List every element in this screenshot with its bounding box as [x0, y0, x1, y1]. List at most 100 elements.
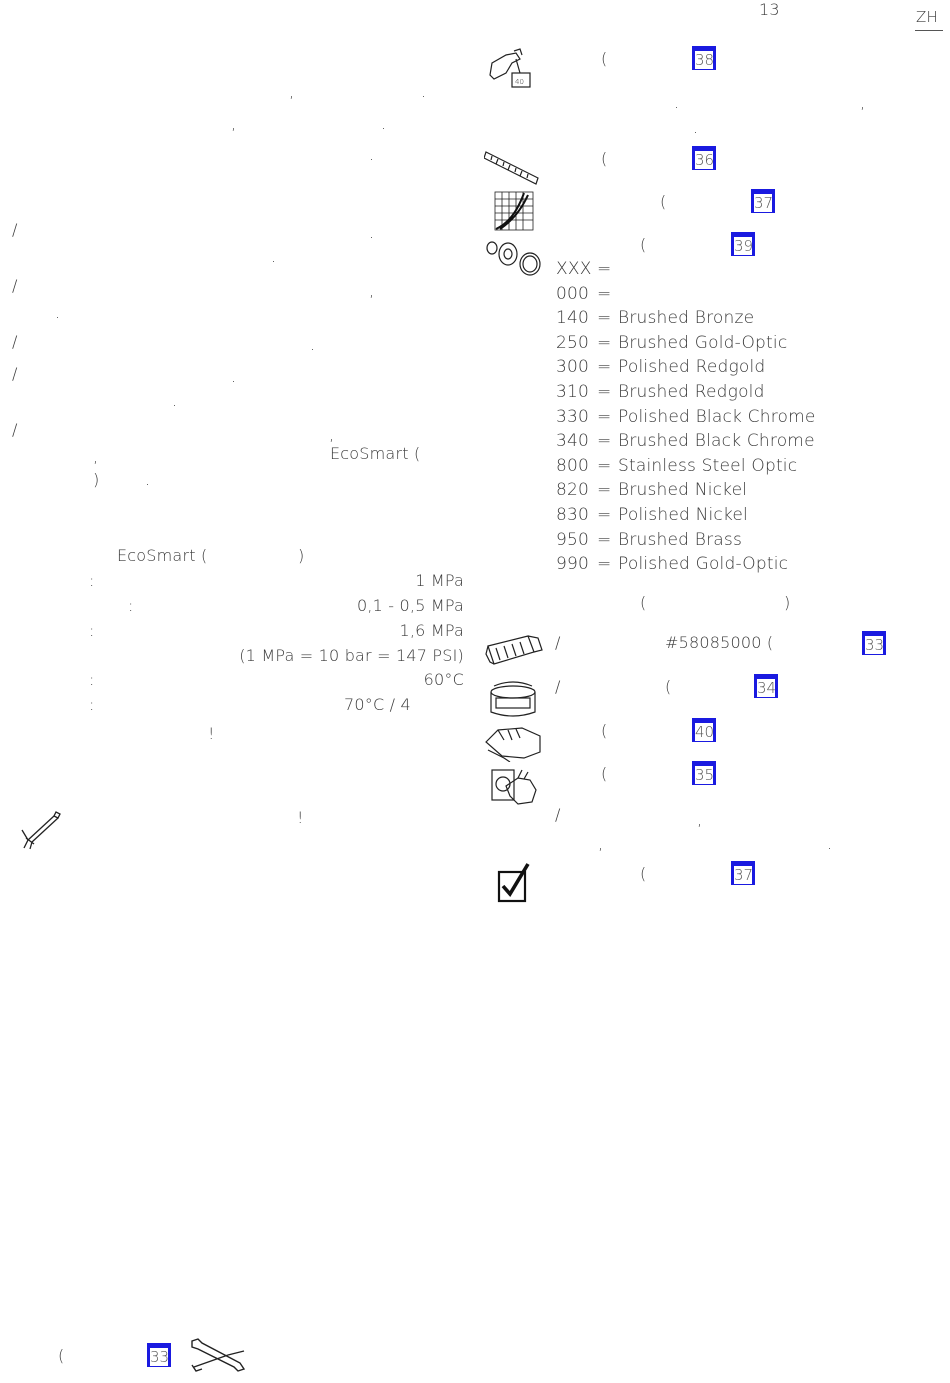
cartridge-icon [485, 635, 543, 665]
language-code: ZH [916, 8, 938, 26]
text-fragment: ( [601, 49, 608, 68]
silicone-gun-icon [21, 811, 61, 850]
finish-code: 950 [556, 530, 590, 550]
finish-name: Brushed Bronze [618, 308, 755, 328]
finish-name: Brushed Brass [618, 530, 743, 550]
figure-ref-badge[interactable]: 36 [692, 146, 716, 170]
text-fragment: ( [665, 677, 672, 696]
finish-code: 250 [556, 333, 590, 353]
hand-dosing-icon: 40 [489, 48, 531, 88]
figure-ref-badge[interactable]: 40 [692, 718, 716, 742]
text-fragment: , [329, 425, 335, 444]
finish-equals: = [597, 333, 612, 353]
text-fragment: ( [601, 764, 608, 783]
finish-code: 000 [556, 284, 590, 304]
text-fragment: . [421, 82, 427, 101]
text-fragment: ( [601, 721, 608, 740]
language-underline [915, 30, 943, 31]
finish-code: XXX [556, 259, 592, 279]
finish-equals: = [597, 505, 612, 525]
text-fragment: , [289, 82, 295, 101]
text-fragment: . [381, 114, 387, 133]
spec-colon: : [89, 621, 95, 640]
text-fragment: ! [208, 724, 215, 743]
spec-colon: : [89, 695, 95, 714]
text-fragment: . [310, 335, 316, 354]
list-slash: / [555, 677, 561, 696]
finish-code: 990 [556, 554, 590, 574]
spec-value-hot-water-temp: 60°C [423, 670, 464, 689]
finish-name: Polished Black Chrome [618, 407, 816, 427]
finish-name: Polished Redgold [618, 357, 766, 377]
spec-value-conversion: (1 MPa = 10 bar = 147 PSI) [239, 646, 464, 665]
figure-ref-badge[interactable]: 35 [692, 761, 716, 785]
spec-value-test-pressure: 1,6 MPa [399, 621, 464, 640]
finish-name: Polished Nickel [618, 505, 748, 525]
text-fragment: . [827, 834, 833, 853]
list-slash: / [12, 276, 18, 295]
text-fragment: . [369, 223, 375, 242]
text-fragment: ( [640, 864, 647, 883]
text-fragment: , [93, 447, 99, 466]
text-fragment: . [693, 118, 699, 137]
figure-ref-badge[interactable]: 33 [147, 1343, 171, 1367]
figure-ref-badge[interactable]: 37 [731, 861, 755, 885]
wrench-screwdriver-icon [191, 1338, 246, 1372]
ruler-icon [484, 151, 539, 185]
text-fragment: ( [601, 149, 608, 168]
figure-ref-badge[interactable]: 38 [692, 46, 716, 70]
finish-code: 140 [556, 308, 590, 328]
figure-ref-badge[interactable]: 39 [731, 232, 755, 256]
finish-code: 830 [556, 505, 590, 525]
part-number: #58085000 ( [665, 633, 774, 652]
text-fragment: , [598, 834, 604, 853]
list-slash: / [12, 332, 18, 351]
finish-equals: = [597, 308, 612, 328]
figure-ref-badge[interactable]: 33 [862, 631, 886, 655]
text-fragment: ) [298, 546, 305, 565]
finish-name: Polished Gold-Optic [618, 554, 789, 574]
flow-chart-icon [494, 191, 534, 231]
list-slash: / [555, 805, 561, 824]
finish-name: Brushed Black Chrome [618, 431, 815, 451]
figure-ref-badge[interactable]: 37 [751, 189, 775, 213]
finish-code: 330 [556, 407, 590, 427]
finish-equals: = [597, 480, 612, 500]
spec-value-thermal-disinfection: 70°C / 4 [344, 695, 411, 714]
text-fragment: , [369, 281, 375, 300]
finish-equals: = [597, 382, 612, 402]
finish-name: Stainless Steel Optic [618, 456, 798, 476]
finish-equals: = [597, 259, 612, 279]
list-slash: / [12, 364, 18, 383]
list-slash: / [12, 420, 18, 439]
finish-equals: = [597, 357, 612, 377]
svg-text:40: 40 [515, 78, 524, 86]
ecosmart-heading: EcoSmart ( [117, 546, 208, 565]
finish-equals: = [597, 431, 612, 451]
spec-colon: : [89, 571, 95, 590]
finish-equals: = [597, 284, 612, 304]
finish-code: 310 [556, 382, 590, 402]
text-fragment: ) [93, 470, 100, 489]
text-fragment: , [697, 810, 703, 829]
text-fragment: . [231, 367, 237, 386]
text-fragment: ) [784, 593, 791, 612]
text-fragment: . [271, 247, 277, 266]
text-fragment: . [55, 303, 61, 322]
text-fragment: . [145, 470, 151, 489]
spare-parts-icon [486, 241, 541, 276]
figure-ref-badge[interactable]: 34 [754, 674, 778, 698]
list-slash: / [12, 220, 18, 239]
finish-equals: = [597, 554, 612, 574]
finish-name: Brushed Nickel [618, 480, 748, 500]
checkbox-checked-icon [497, 863, 530, 903]
hand-cleaning-icon [485, 727, 541, 762]
spec-colon: : [89, 670, 95, 689]
ecosmart-note: EcoSmart ( [330, 444, 421, 463]
text-fragment: ( [58, 1346, 65, 1365]
finish-code: 800 [556, 456, 590, 476]
list-slash: / [555, 633, 561, 652]
grease-tin-icon [490, 681, 536, 717]
text-fragment: . [172, 391, 178, 410]
text-fragment: . [369, 145, 375, 164]
